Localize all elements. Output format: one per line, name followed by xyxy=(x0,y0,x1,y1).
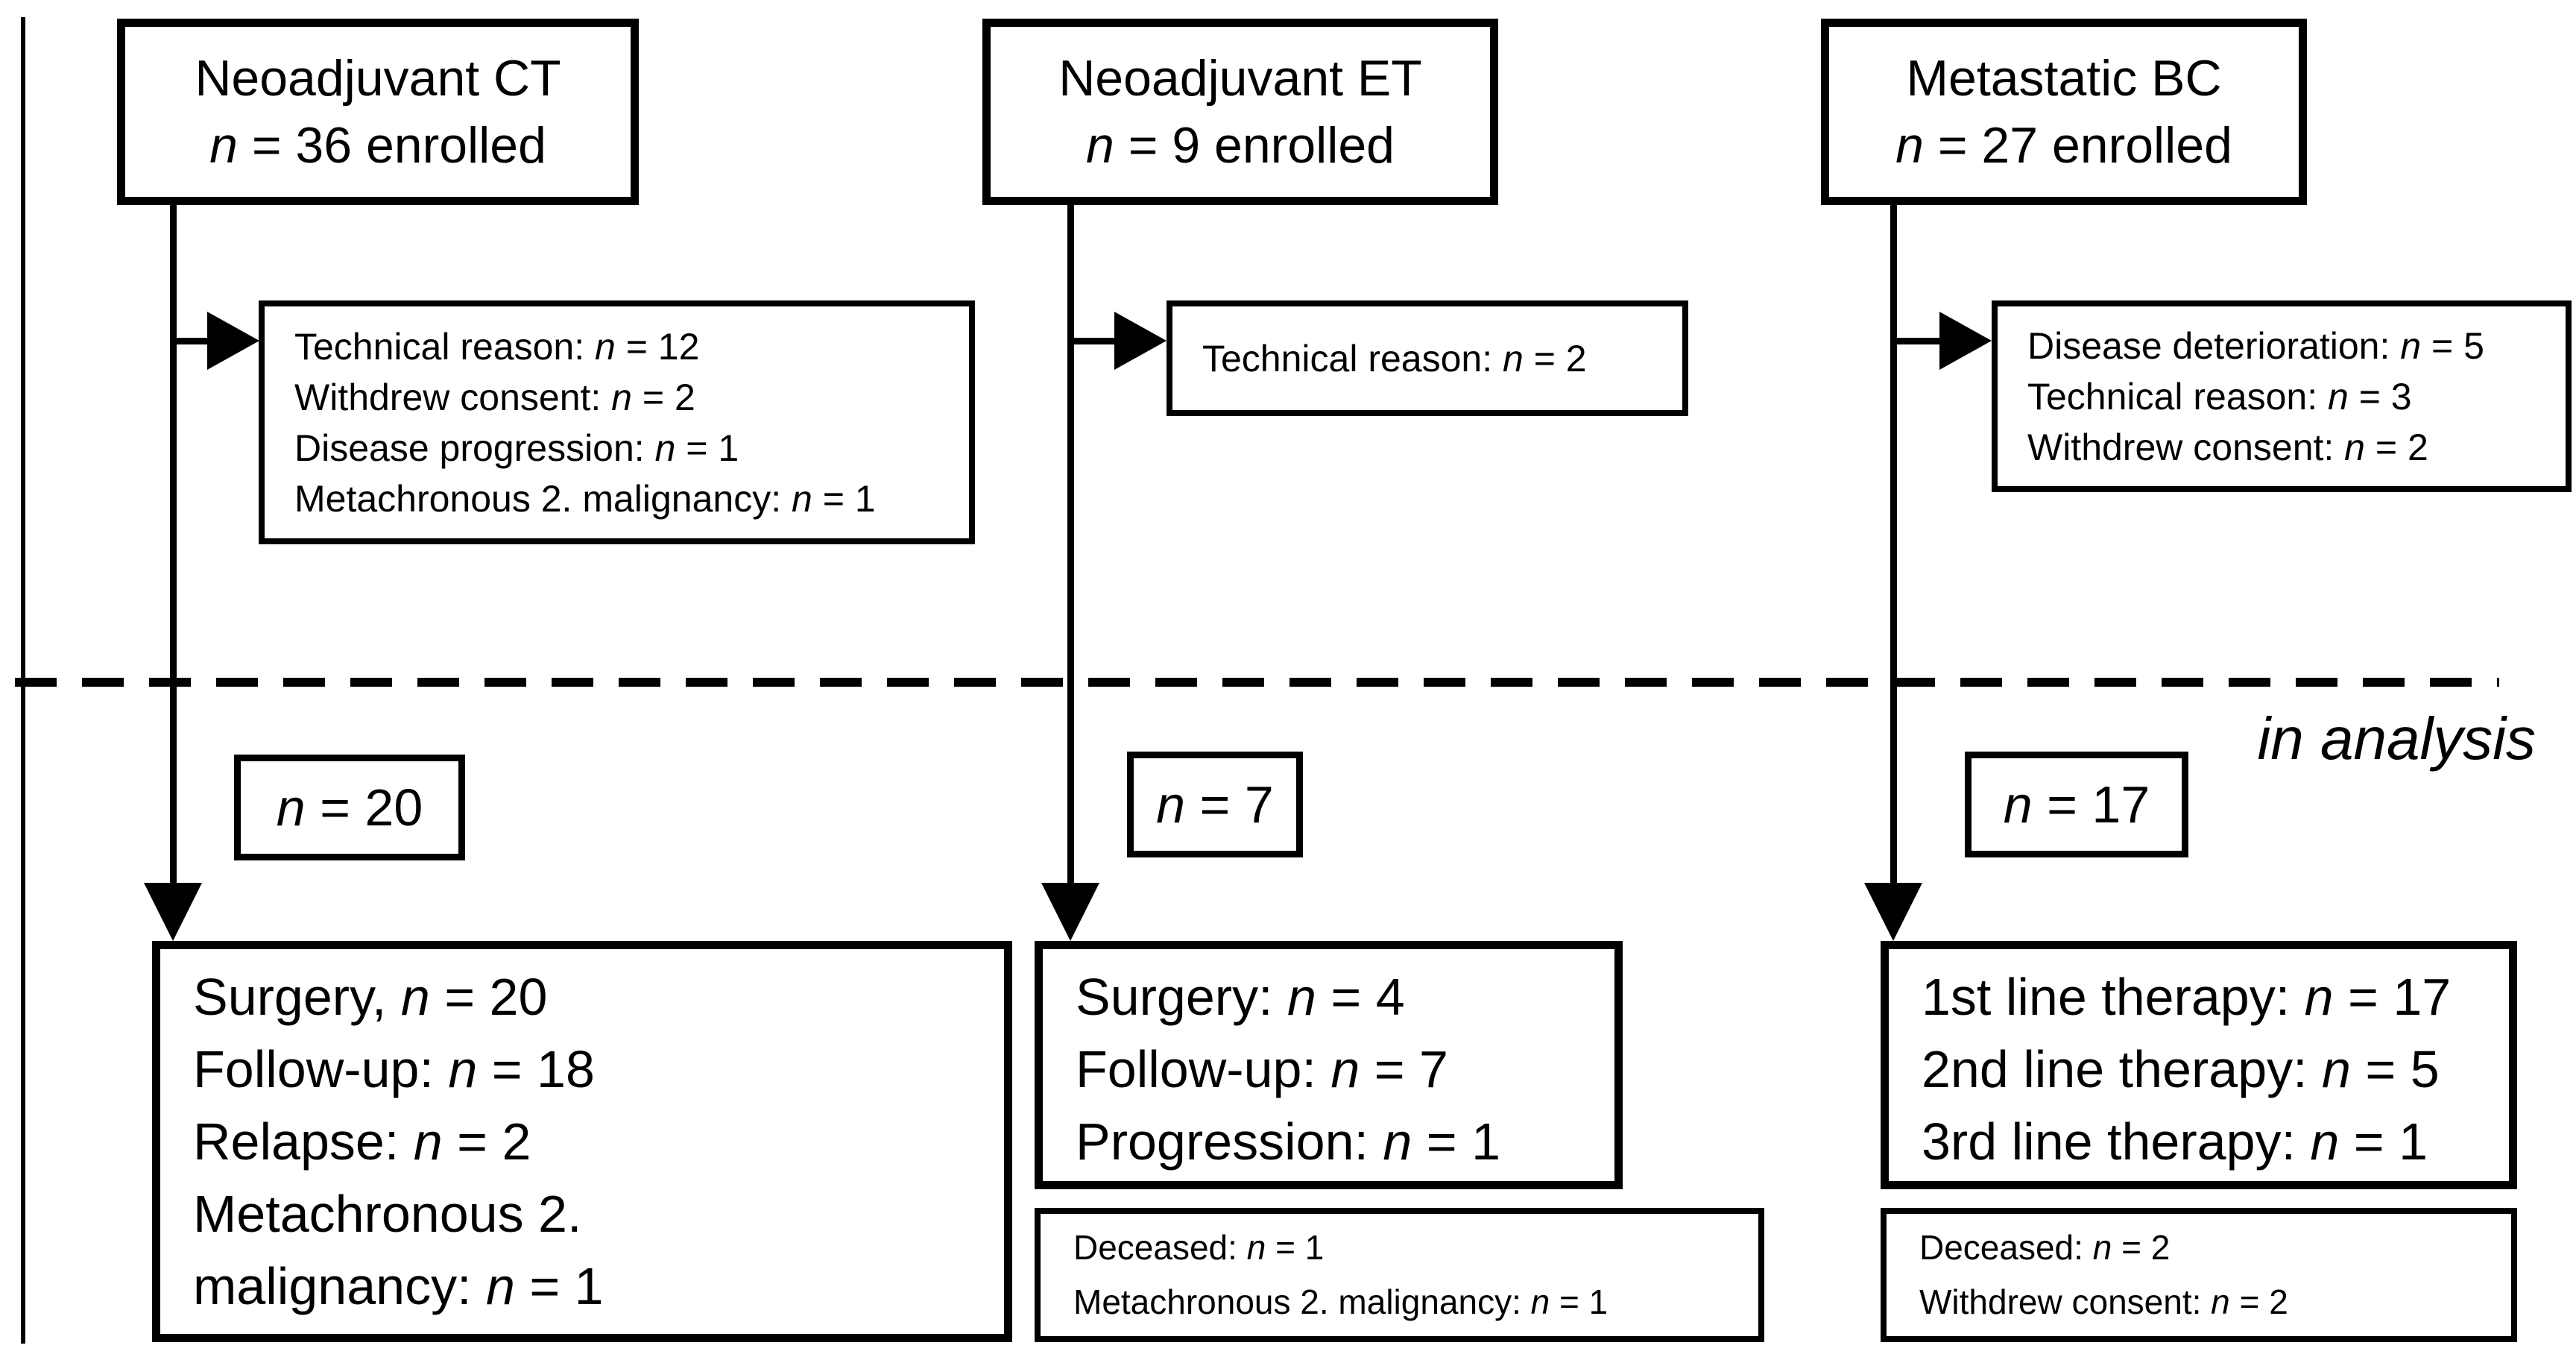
in-analysis-label: in analysis xyxy=(2257,705,2536,772)
branch-line xyxy=(1893,338,1941,344)
cohort-title: Neoadjuvant CT xyxy=(195,50,561,107)
outcome-line: Follow-up: n = 7 xyxy=(1076,1040,1448,1098)
enrolled-box: Neoadjuvant CT n = 36 enrolled xyxy=(117,19,639,205)
n-in-analysis-box: n = 7 xyxy=(1127,752,1303,857)
exclusion-line: Technical reason: n = 12 xyxy=(294,325,700,368)
exclusion-line: Withdrew consent: n = 2 xyxy=(2027,426,2428,468)
n-in-analysis-box: n = 17 xyxy=(1965,752,2188,857)
exclusion-line: Withdrew consent: n = 2 xyxy=(294,376,695,418)
cohort-title: Metastatic BC xyxy=(1906,50,2222,107)
outcome-line: malignancy: n = 1 xyxy=(193,1257,604,1315)
arrowhead-down-icon xyxy=(1864,883,1922,941)
arrowhead-right-icon xyxy=(1114,312,1167,370)
exclusion-line: Disease progression: n = 1 xyxy=(294,426,739,469)
arrowhead-right-icon xyxy=(207,312,259,370)
exclusion-box: Technical reason: n = 12 Withdrew consen… xyxy=(259,300,975,544)
enrolled-box: Metastatic BC n = 27 enrolled xyxy=(1821,19,2307,205)
outcome-line: 1st line therapy: n = 17 xyxy=(1922,968,2452,1026)
outcome-line: Relapse: n = 2 xyxy=(193,1112,531,1171)
outcome-box: 1st line therapy: n = 17 2nd line therap… xyxy=(1881,941,2517,1189)
branch-line xyxy=(173,338,210,344)
flow-line xyxy=(170,201,177,887)
exclusion-box: Disease deterioration: n = 5 Technical r… xyxy=(1992,300,2572,492)
exclusion-line: Metachronous 2. malignancy: n = 1 xyxy=(294,477,876,520)
status-line: Metachronous 2. malignancy: n = 1 xyxy=(1073,1282,1609,1321)
cohort-title: Neoadjuvant ET xyxy=(1058,50,1422,107)
cohort-count: n = 36 enrolled xyxy=(209,117,546,174)
status-line: Deceased: n = 1 xyxy=(1073,1228,1325,1267)
n-count: n = 20 xyxy=(276,778,423,837)
branch-line xyxy=(1070,338,1117,344)
analysis-separator-dashed-line xyxy=(15,678,2499,687)
flow-line xyxy=(1890,201,1897,887)
cohort-count: n = 9 enrolled xyxy=(1086,117,1395,174)
outcome-line: 3rd line therapy: n = 1 xyxy=(1922,1112,2428,1171)
flow-line xyxy=(1067,201,1074,887)
arrowhead-right-icon xyxy=(1939,312,1992,370)
n-in-analysis-box: n = 20 xyxy=(234,755,465,860)
outcome-line: 2nd line therapy: n = 5 xyxy=(1922,1040,2440,1098)
status-line: Deceased: n = 2 xyxy=(1919,1228,2171,1267)
outcome-line: Surgery, n = 20 xyxy=(193,968,548,1026)
exclusion-line: Technical reason: n = 3 xyxy=(2027,375,2412,418)
status-box: Deceased: n = 2 Withdrew consent: n = 2 xyxy=(1881,1208,2517,1342)
enrolled-box: Neoadjuvant ET n = 9 enrolled xyxy=(982,19,1498,205)
cohort-count: n = 27 enrolled xyxy=(1895,117,2232,174)
exclusion-line: Disease deterioration: n = 5 xyxy=(2027,324,2484,367)
outcome-line: Surgery: n = 4 xyxy=(1076,968,1405,1026)
arrowhead-down-icon xyxy=(144,883,202,941)
outcome-line: Metachronous 2. xyxy=(193,1185,582,1243)
exclusion-line: Technical reason: n = 2 xyxy=(1202,337,1587,380)
outcome-line: Progression: n = 1 xyxy=(1076,1112,1501,1171)
status-line: Withdrew consent: n = 2 xyxy=(1919,1282,2288,1321)
n-count: n = 7 xyxy=(1156,775,1274,834)
arrowhead-down-icon xyxy=(1041,883,1099,941)
outcome-line: Follow-up: n = 18 xyxy=(193,1040,595,1098)
n-count: n = 17 xyxy=(2003,775,2150,834)
exclusion-box: Technical reason: n = 2 xyxy=(1167,300,1688,416)
outcome-box: Surgery, n = 20 Follow-up: n = 18 Relaps… xyxy=(152,941,1012,1342)
outcome-box: Surgery: n = 4 Follow-up: n = 7 Progress… xyxy=(1035,941,1623,1189)
status-box: Deceased: n = 1 Metachronous 2. malignan… xyxy=(1035,1208,1764,1342)
